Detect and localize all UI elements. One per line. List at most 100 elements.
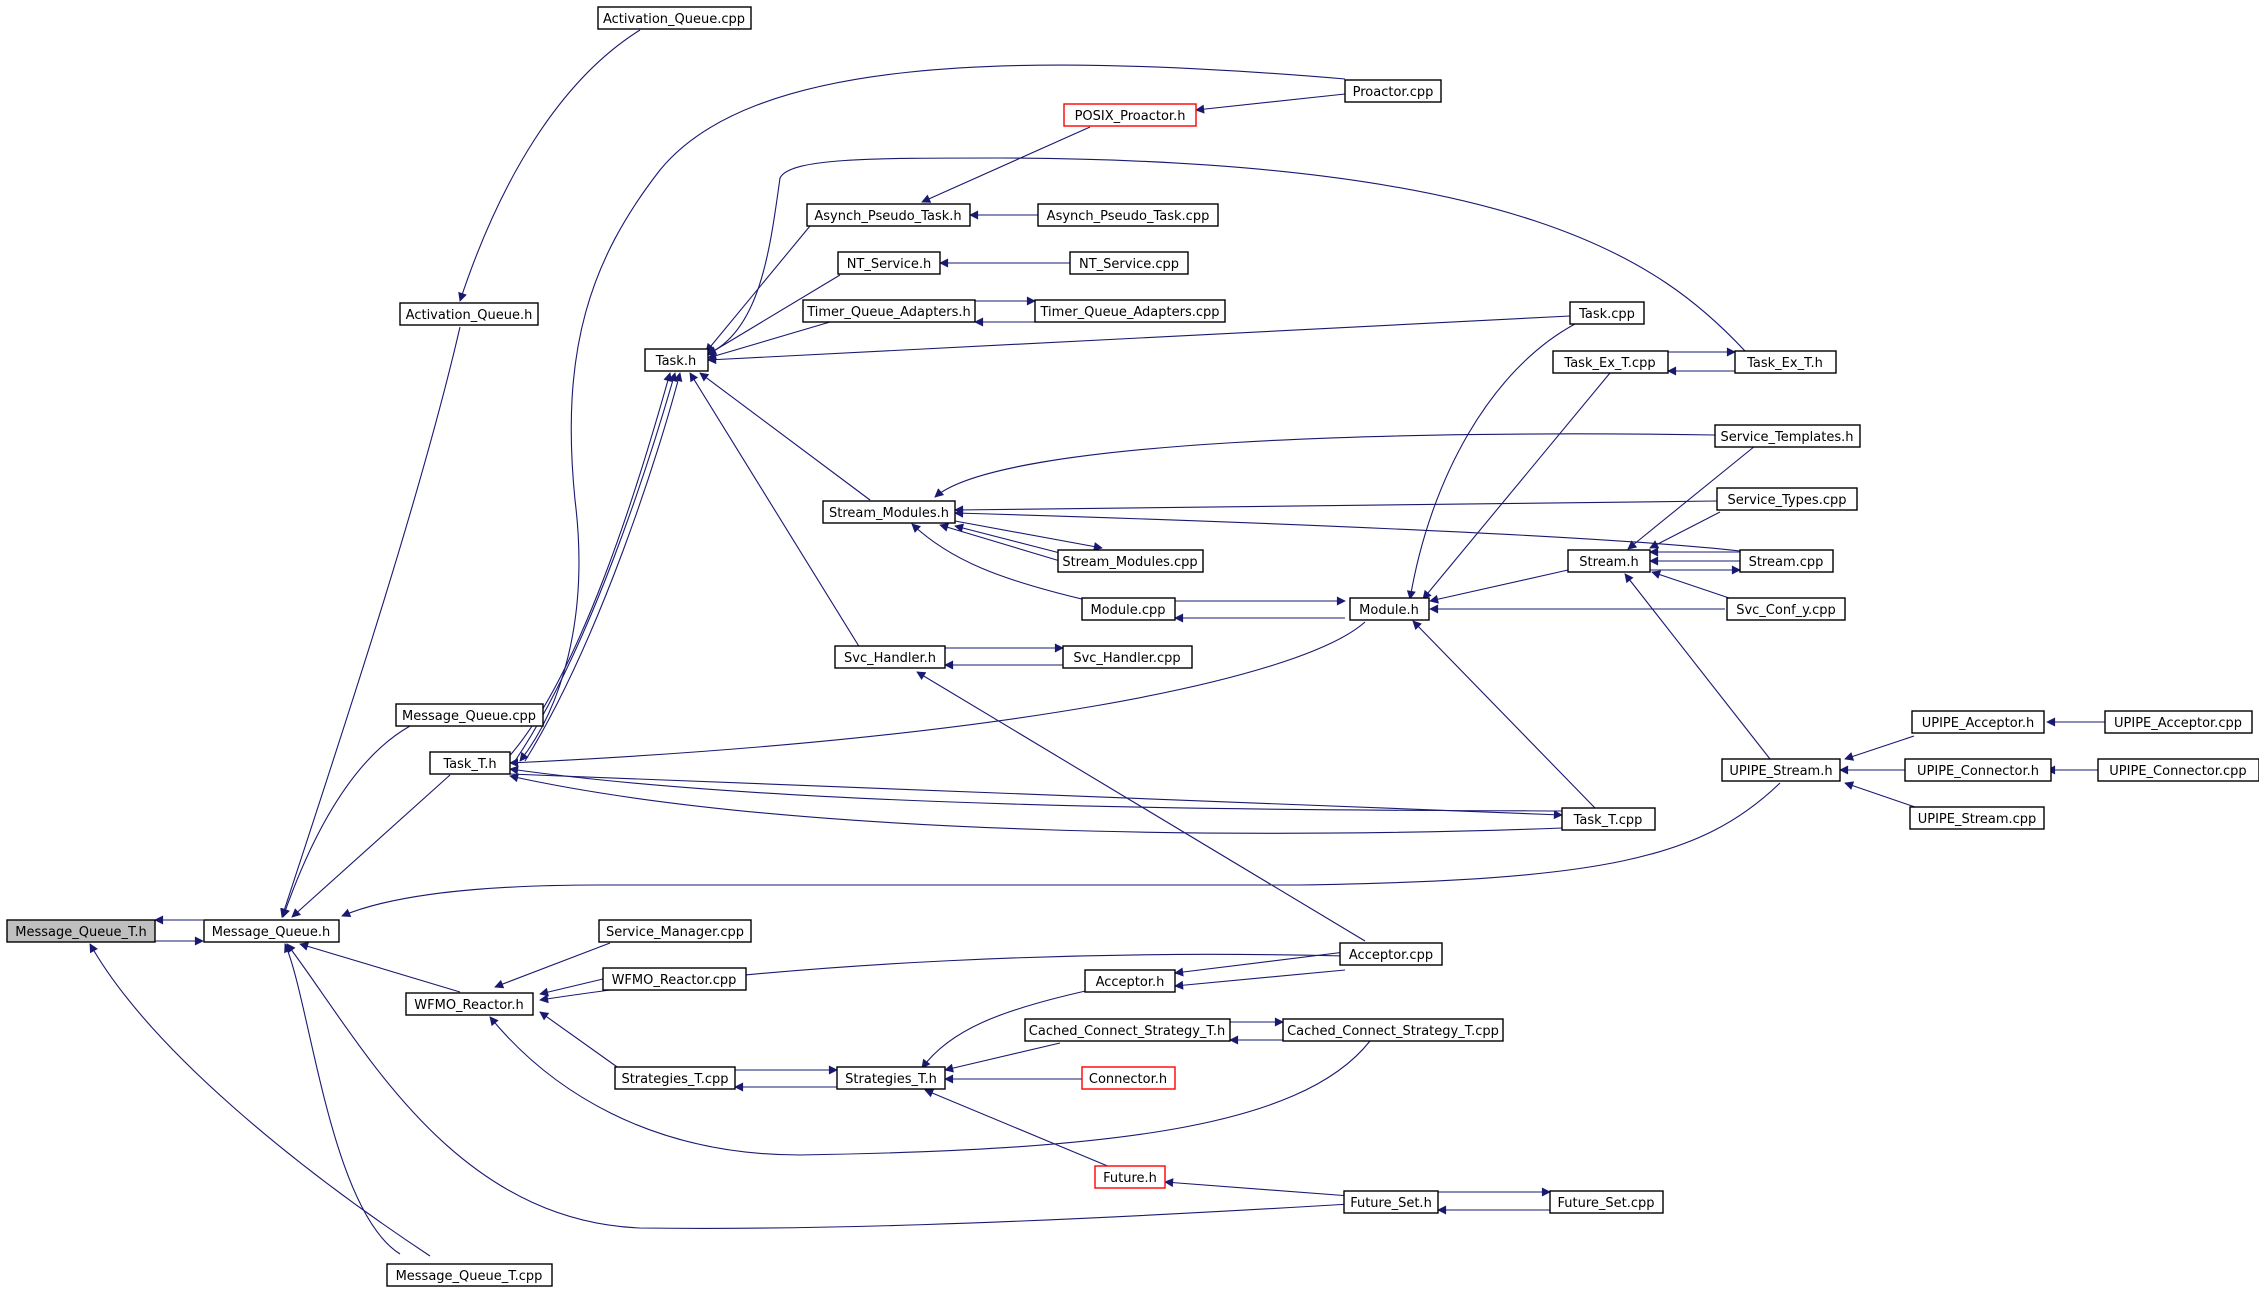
node-task-t-h[interactable]: Task_T.h — [429, 751, 511, 775]
node-acceptor-h[interactable]: Acceptor.h — [1084, 969, 1176, 993]
node-upipe-acceptor-h[interactable]: UPIPE_Acceptor.h — [1911, 710, 2045, 734]
node-service-manager-cpp[interactable]: Service_Manager.cpp — [598, 919, 752, 943]
edge — [504, 372, 673, 762]
edge — [921, 989, 1091, 1069]
node-proactor-cpp[interactable]: Proactor.cpp — [1344, 79, 1442, 103]
node-acceptor-cpp[interactable]: Acceptor.cpp — [1339, 942, 1443, 966]
node-cached-connect-strategy-t-h[interactable]: Cached_Connect_Strategy_T.h — [1024, 1018, 1231, 1042]
node-task-cpp[interactable]: Task.cpp — [1569, 301, 1645, 325]
node-label: Task_T.cpp — [1573, 813, 1643, 828]
node-label: Stream_Modules.h — [829, 506, 949, 521]
node-future-set-cpp[interactable]: Future_Set.cpp — [1549, 1190, 1664, 1214]
edge — [291, 774, 451, 918]
node-upipe-connector-h[interactable]: UPIPE_Connector.h — [1904, 758, 2052, 782]
node-module-cpp[interactable]: Module.cpp — [1081, 597, 1176, 621]
node-label: Message_Queue.cpp — [402, 709, 536, 724]
node-stream-modules-cpp[interactable]: Stream_Modules.cpp — [1057, 549, 1204, 573]
node-label: Module.h — [1359, 603, 1419, 618]
edge — [281, 725, 411, 918]
file-nodes: Message_Queue_T.h Message_Queue.h Activa… — [6, 6, 2259, 1287]
node-wfmo-reactor-cpp[interactable]: WFMO_Reactor.cpp — [602, 967, 747, 991]
edge — [1651, 570, 1736, 601]
edge — [707, 157, 1746, 355]
edge — [707, 321, 831, 361]
node-upipe-stream-cpp[interactable]: UPIPE_Stream.cpp — [1909, 806, 2045, 830]
edge — [284, 943, 401, 1255]
node-label: UPIPE_Connector.h — [1917, 764, 2039, 779]
node-future-set-h[interactable]: Future_Set.h — [1343, 1190, 1439, 1214]
edge — [1624, 573, 1771, 760]
edge — [1174, 951, 1346, 977]
node-wfmo-reactor-h[interactable]: WFMO_Reactor.h — [405, 992, 534, 1016]
node-asynch-pseudo-task-cpp[interactable]: Asynch_Pseudo_Task.cpp — [1037, 203, 1219, 227]
node-label: Asynch_Pseudo_Task.cpp — [1047, 209, 1210, 224]
node-label: Stream_Modules.cpp — [1062, 555, 1197, 570]
edge — [286, 943, 1351, 1229]
node-cached-connect-strategy-t-cpp[interactable]: Cached_Connect_Strategy_T.cpp — [1282, 1018, 1504, 1042]
edge — [494, 942, 611, 989]
node-message-queue-h[interactable]: Message_Queue.h — [203, 919, 340, 943]
edge — [689, 372, 861, 649]
edge — [509, 773, 1563, 820]
node-strategies-t-h[interactable]: Strategies_T.h — [836, 1066, 946, 1090]
node-label: Task_T.h — [442, 757, 496, 772]
node-timer-queue-adapters-cpp[interactable]: Timer_Queue_Adapters.cpp — [1034, 299, 1226, 323]
node-label: NT_Service.h — [847, 257, 932, 272]
node-posix-proactor-h[interactable]: POSIX_Proactor.h — [1063, 103, 1197, 127]
node-nt-service-cpp[interactable]: NT_Service.cpp — [1069, 251, 1189, 275]
node-label: Stream.h — [1579, 555, 1638, 570]
node-strategies-t-cpp[interactable]: Strategies_T.cpp — [614, 1066, 736, 1090]
node-label: Task.cpp — [1578, 307, 1635, 322]
node-stream-h[interactable]: Stream.h — [1567, 549, 1651, 573]
node-label: Message_Queue.h — [212, 925, 331, 940]
node-label: Task.h — [655, 354, 696, 369]
node-service-types-cpp[interactable]: Service_Types.cpp — [1716, 487, 1858, 511]
node-timer-queue-adapters-h[interactable]: Timer_Queue_Adapters.h — [802, 299, 976, 323]
node-label: Activation_Queue.h — [406, 308, 533, 323]
node-stream-modules-h[interactable]: Stream_Modules.h — [822, 500, 956, 524]
edge — [539, 1011, 621, 1070]
node-label: Module.cpp — [1090, 603, 1165, 618]
edge — [89, 943, 431, 1257]
edge — [954, 508, 1741, 552]
node-stream-cpp[interactable]: Stream.cpp — [1739, 549, 1834, 573]
node-label: UPIPE_Stream.cpp — [1918, 812, 2037, 827]
edge — [509, 621, 1366, 768]
node-label: Acceptor.cpp — [1349, 948, 1433, 963]
node-label: Cached_Connect_Strategy_T.h — [1029, 1024, 1225, 1039]
node-svc-handler-h[interactable]: Svc_Handler.h — [834, 645, 946, 669]
node-task-ex-t-cpp[interactable]: Task_Ex_T.cpp — [1552, 350, 1669, 374]
node-task-t-cpp[interactable]: Task_T.cpp — [1561, 807, 1656, 831]
edge — [299, 942, 461, 993]
node-upipe-acceptor-cpp[interactable]: UPIPE_Acceptor.cpp — [2104, 710, 2253, 734]
edge — [341, 782, 1781, 918]
edge — [954, 523, 1061, 554]
node-task-h[interactable]: Task.h — [644, 348, 709, 372]
node-label: Proactor.cpp — [1353, 85, 1434, 100]
node-activation-queue-cpp[interactable]: Activation_Queue.cpp — [597, 6, 752, 30]
node-label: Stream.cpp — [1749, 555, 1824, 570]
node-connector-h[interactable]: Connector.h — [1081, 1066, 1176, 1090]
node-message-queue-cpp[interactable]: Message_Queue.cpp — [395, 703, 544, 727]
node-upipe-connector-cpp[interactable]: UPIPE_Connector.cpp — [2097, 758, 2259, 782]
dependency-edges — [89, 29, 2105, 1257]
edge — [1164, 1178, 1351, 1197]
node-message-queue-t-cpp[interactable]: Message_Queue_T.cpp — [386, 1263, 553, 1287]
node-svc-handler-cpp[interactable]: Svc_Handler.cpp — [1062, 645, 1193, 669]
node-activation-queue-h[interactable]: Activation_Queue.h — [399, 302, 539, 326]
node-upipe-stream-h[interactable]: UPIPE_Stream.h — [1721, 758, 1841, 782]
node-nt-service-h[interactable]: NT_Service.h — [837, 251, 941, 275]
edge — [489, 1016, 1371, 1156]
edge — [539, 978, 604, 997]
node-task-ex-t-h[interactable]: Task_Ex_T.h — [1734, 350, 1837, 374]
node-label: Activation_Queue.cpp — [603, 12, 745, 27]
node-service-templates-h[interactable]: Service_Templates.h — [1714, 424, 1861, 448]
node-message-queue-t-h[interactable]: Message_Queue_T.h — [6, 919, 156, 943]
node-svc-conf-y-cpp[interactable]: Svc_Conf_y.cpp — [1726, 597, 1846, 621]
node-future-h[interactable]: Future.h — [1094, 1165, 1166, 1189]
edge — [954, 520, 1103, 551]
node-label: Future.h — [1103, 1171, 1157, 1186]
node-label: WFMO_Reactor.cpp — [612, 973, 737, 988]
node-module-h[interactable]: Module.h — [1349, 597, 1430, 621]
node-asynch-pseudo-task-h[interactable]: Asynch_Pseudo_Task.h — [806, 203, 971, 227]
